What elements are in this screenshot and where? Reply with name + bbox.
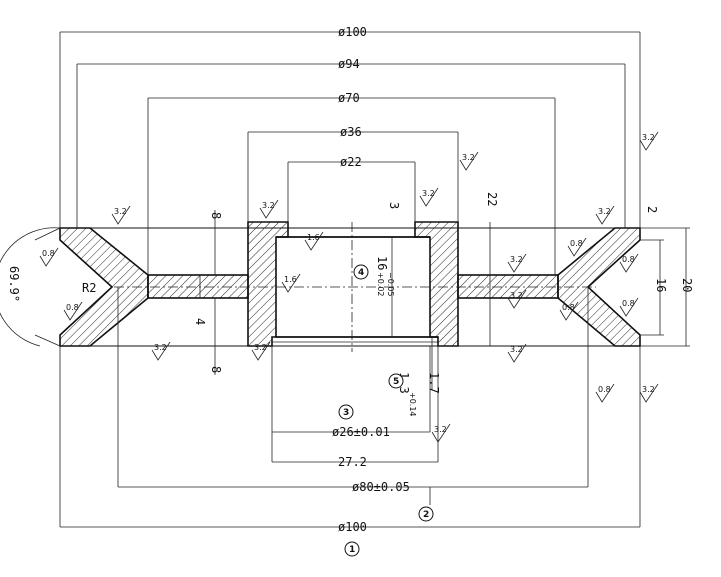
dim-16: 16 — [654, 278, 668, 292]
dim-8-bottom: 8 — [209, 366, 223, 373]
dim-20: 20 — [680, 278, 694, 292]
roughness-symbol: 1.6 — [281, 273, 301, 293]
svg-text:0.8: 0.8 — [42, 249, 55, 258]
roughness-symbol: 0.8 — [63, 301, 83, 321]
dim-22: 22 — [485, 192, 499, 206]
roughness-symbol: 3.2 — [459, 151, 479, 171]
roughness-symbol: 1.6 — [304, 231, 324, 251]
dim-d80: ø80±0.05 — [352, 480, 410, 494]
dim-angle: 69.9° — [7, 266, 21, 302]
roughness-symbol: 3.2 — [151, 341, 171, 361]
callout-4: 4 — [353, 264, 369, 280]
svg-text:3.2: 3.2 — [462, 153, 475, 162]
svg-text:2: 2 — [423, 510, 429, 520]
dim-16-tol-upper: +0.02 — [376, 272, 385, 297]
dim-8-top: 8 — [209, 212, 223, 219]
callout-2: 2 — [418, 506, 434, 522]
svg-text:3.2: 3.2 — [434, 425, 447, 434]
dim-d70: ø70 — [338, 91, 360, 105]
hub-section — [247, 221, 289, 347]
dim-1-7: 1.7 — [427, 372, 441, 394]
dim-d100-bottom: ø100 — [338, 520, 367, 534]
dim-2: 2 — [645, 206, 659, 213]
left-web-section — [147, 274, 249, 299]
roughness-symbol: 3.2 — [595, 205, 615, 225]
dim-16-tol: 16 — [375, 256, 389, 270]
part-profile — [59, 221, 641, 352]
svg-text:3.2: 3.2 — [510, 345, 523, 354]
dimension-lines — [0, 31, 690, 528]
svg-text:0.8: 0.8 — [570, 239, 583, 248]
callout-5: 5 — [388, 373, 404, 389]
svg-text:3.2: 3.2 — [254, 343, 267, 352]
roughness-symbols: 3.2 3.2 3.2 3.2 3.2 3.2 3.2 3.2 — [39, 131, 659, 443]
roughness-symbol: 3.2 — [507, 253, 527, 273]
dim-1-3-tol: +0.14 — [408, 392, 417, 417]
dim-d36: ø36 — [340, 125, 362, 139]
svg-text:3.2: 3.2 — [642, 385, 655, 394]
roughness-symbol: 0.8 — [619, 297, 639, 317]
svg-text:3.2: 3.2 — [114, 207, 127, 216]
roughness-symbol: 3.2 — [507, 343, 527, 363]
roughness-symbol: 3.2 — [259, 199, 279, 219]
roughness-symbol: 3.2 — [507, 289, 527, 309]
svg-text:3.2: 3.2 — [510, 255, 523, 264]
roughness-symbol: 3.2 — [639, 131, 659, 151]
dim-3: 3 — [387, 202, 401, 209]
hub-section-right — [414, 221, 459, 347]
svg-text:3.2: 3.2 — [154, 343, 167, 352]
svg-text:0.8: 0.8 — [598, 385, 611, 394]
svg-text:3.2: 3.2 — [262, 201, 275, 210]
callout-3: 3 — [338, 404, 354, 420]
svg-text:0.8: 0.8 — [66, 303, 79, 312]
dim-16-tol-lower: −0.05 — [386, 272, 395, 297]
roughness-symbol: 0.8 — [559, 301, 579, 321]
svg-text:5: 5 — [393, 377, 399, 387]
roughness-symbol: 3.2 — [251, 341, 271, 361]
dim-d94: ø94 — [338, 57, 360, 71]
svg-text:3: 3 — [343, 408, 349, 418]
svg-text:4: 4 — [358, 268, 364, 278]
dim-d26: ø26±0.01 — [332, 425, 390, 439]
roughness-symbol: 3.2 — [419, 187, 439, 207]
svg-text:1.6: 1.6 — [307, 233, 320, 242]
callout-1: 1 — [344, 541, 360, 557]
roughness-symbol: 0.8 — [595, 383, 615, 403]
svg-text:1: 1 — [349, 545, 355, 555]
svg-text:3.2: 3.2 — [642, 133, 655, 142]
callouts: 1 2 3 4 5 — [338, 264, 434, 557]
dim-4: 4 — [193, 318, 207, 325]
svg-text:0.8: 0.8 — [622, 299, 635, 308]
roughness-symbol: 0.8 — [619, 253, 639, 273]
dim-27-2: 27.2 — [338, 455, 367, 469]
roughness-symbol: 3.2 — [639, 383, 659, 403]
dim-r2: R2 — [82, 281, 96, 295]
right-web-section — [457, 274, 559, 299]
svg-text:0.8: 0.8 — [622, 255, 635, 264]
svg-text:0.8: 0.8 — [562, 303, 575, 312]
roughness-symbol: 3.2 — [111, 205, 131, 225]
roughness-symbol: 0.8 — [39, 247, 59, 267]
svg-text:3.2: 3.2 — [598, 207, 611, 216]
svg-text:3.2: 3.2 — [510, 291, 523, 300]
dim-d22: ø22 — [340, 155, 362, 169]
roughness-symbol: 0.8 — [567, 237, 587, 257]
svg-text:1.6: 1.6 — [284, 275, 297, 284]
svg-text:3.2: 3.2 — [422, 189, 435, 198]
dim-d100-top: ø100 — [338, 25, 367, 39]
roughness-symbol: 3.2 — [431, 423, 451, 443]
dimension-labels: ø100 ø94 ø70 ø36 ø22 ø26±0.01 27.2 ø80±0… — [7, 25, 694, 534]
